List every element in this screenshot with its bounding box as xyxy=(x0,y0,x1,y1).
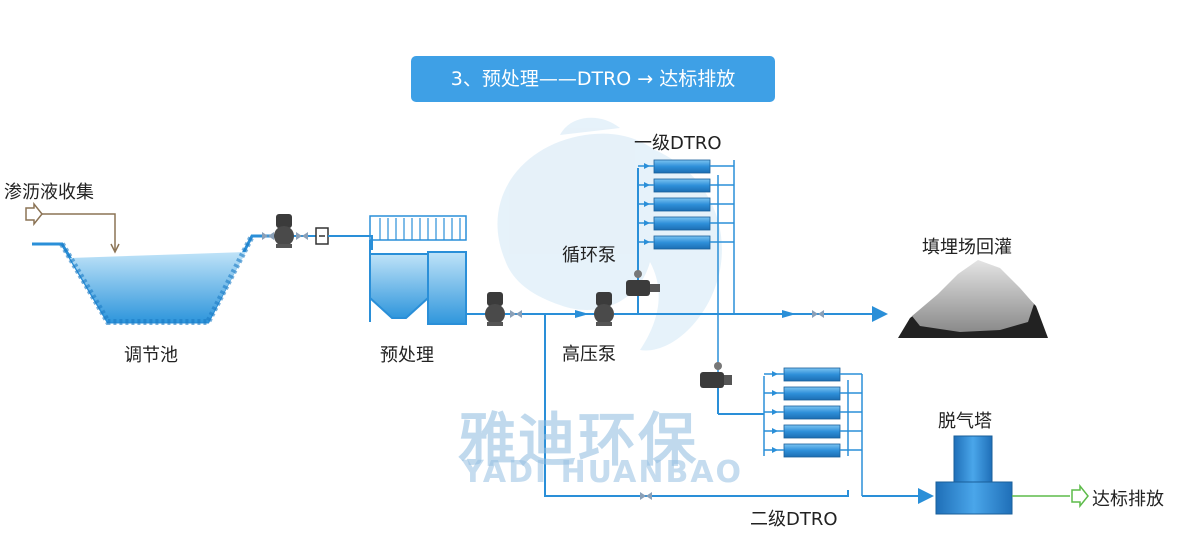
label-degassing-tower: 脱气塔 xyxy=(938,411,992,432)
watermark-english: YADI HUANBAO xyxy=(462,455,744,490)
feed-pump-icon xyxy=(485,292,505,326)
label-leachate-collection: 渗沥液收集 xyxy=(4,182,94,203)
label-regulating-tank: 调节池 xyxy=(124,345,178,366)
discharge-line xyxy=(1012,483,1089,509)
label-high-pressure-pump: 高压泵 xyxy=(562,344,616,365)
label-circulation-pump: 循环泵 xyxy=(562,245,616,266)
label-primary-dtro: 一级DTRO xyxy=(634,133,722,154)
page-title: 3、预处理——DTRO → 达标排放 xyxy=(411,56,775,102)
discharge-arrow-icon xyxy=(1071,483,1089,509)
circulation-pump-icon xyxy=(626,168,660,314)
inlet-line xyxy=(25,201,120,254)
label-secondary-dtro: 二级DTRO xyxy=(750,509,838,530)
high-pressure-pump-icon xyxy=(594,292,614,326)
label-landfill-recharge: 填埋场回灌 xyxy=(922,237,1012,258)
valve-icon xyxy=(510,310,522,318)
flowmeter-icon xyxy=(315,227,329,245)
inlet-arrow-icon xyxy=(25,201,43,227)
label-pretreatment: 预处理 xyxy=(380,345,434,366)
flow-arrow-icon xyxy=(575,310,589,318)
secondary-dtro-rack xyxy=(763,367,863,496)
landfill-pile-icon xyxy=(898,260,1048,338)
label-discharge: 达标排放 xyxy=(1092,489,1164,510)
regulating-tank xyxy=(32,234,284,325)
primary-dtro-rack xyxy=(638,159,735,372)
pretreatment-unit xyxy=(369,215,467,325)
degassing-tower-icon xyxy=(935,435,1013,515)
bypass-valve-icon xyxy=(640,492,652,500)
secondary-pump-icon xyxy=(700,362,732,414)
transfer-pump-icon xyxy=(252,214,330,248)
watermark-chinese: 雅迪环保 xyxy=(458,406,699,474)
